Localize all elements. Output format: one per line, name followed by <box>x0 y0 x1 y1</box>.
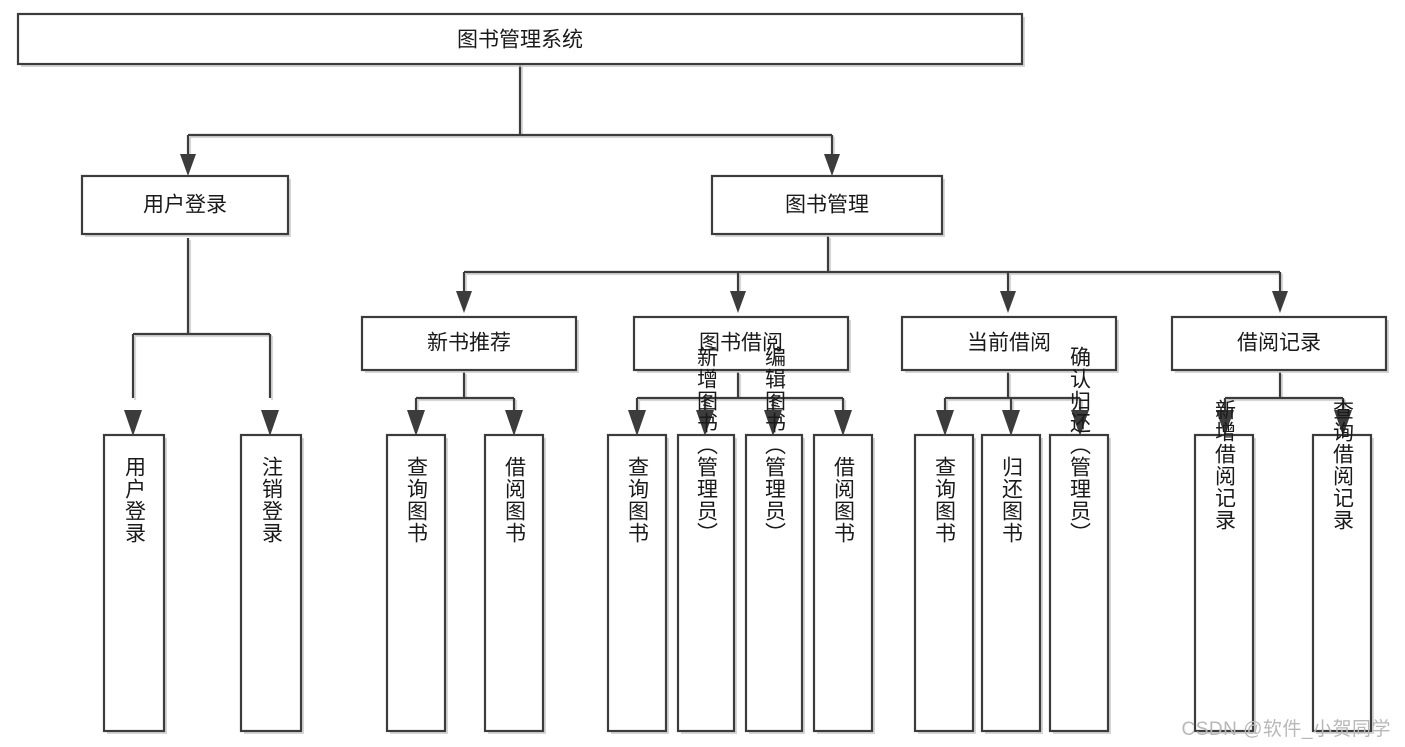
node-leaf-borrow-book-2-label: 借阅图书 <box>832 456 856 544</box>
node-leaf-confirm-return-label: 确认归还（管理员） <box>1068 346 1092 544</box>
node-leaf-borrow-book-1-label: 借阅图书 <box>503 456 527 544</box>
node-leaf-query-book-3-label: 查询图书 <box>933 456 957 544</box>
node-leaf-user-login[interactable]: 用户登录 <box>102 433 167 734</box>
node-leaf-query-record-label: 查询借阅记录 <box>1331 399 1355 531</box>
node-leaf-query-book-1-label: 查询图书 <box>405 456 429 544</box>
connector-bookmgmt-to-level2 <box>456 236 1288 313</box>
connector-currentborrow-to-leaves <box>936 372 1089 436</box>
node-leaf-query-book-1[interactable]: 查询图书 <box>385 433 448 734</box>
node-leaf-return-book-label: 归还图书 <box>1000 456 1024 544</box>
node-leaf-query-book-3[interactable]: 查询图书 <box>913 433 976 734</box>
csdn-watermark: CSDN @软件_小贺同学 <box>1181 719 1391 740</box>
node-new-book-recommend-label: 新书推荐 <box>427 332 511 355</box>
connector-newbook-to-leaves <box>407 372 523 436</box>
node-leaf-add-record-label: 新增借阅记录 <box>1213 399 1237 531</box>
node-book-borrow-label: 图书借阅 <box>699 332 783 355</box>
node-book-borrow[interactable]: 图书借阅 <box>632 315 851 373</box>
node-leaf-query-book-2-label: 查询图书 <box>626 456 650 544</box>
node-leaf-add-book[interactable]: 新增图书（管理员） <box>676 346 737 734</box>
node-leaf-borrow-book-1[interactable]: 借阅图书 <box>483 433 546 734</box>
node-book-management-label: 图书管理 <box>785 194 869 217</box>
node-leaf-query-record[interactable]: 查询借阅记录 <box>1311 399 1374 734</box>
connector-borrowrecord-to-leaves <box>1216 372 1352 436</box>
node-root-label: 图书管理系统 <box>457 29 583 52</box>
node-new-book-recommend[interactable]: 新书推荐 <box>360 315 579 373</box>
node-leaf-edit-book-label: 编辑图书（管理员） <box>763 346 787 544</box>
node-leaf-add-book-label: 新增图书（管理员） <box>695 346 719 544</box>
connector-root-to-level1 <box>180 64 840 176</box>
node-current-borrow-label: 当前借阅 <box>967 332 1051 355</box>
connector-userlogin-to-leaves <box>124 238 279 436</box>
node-leaf-logout-login-label: 注销登录 <box>260 456 284 544</box>
node-book-management[interactable]: 图书管理 <box>710 174 945 237</box>
node-leaf-confirm-return[interactable]: 确认归还（管理员） <box>1048 346 1111 734</box>
node-leaf-edit-book[interactable]: 编辑图书（管理员） <box>744 346 805 734</box>
node-leaf-add-record[interactable]: 新增借阅记录 <box>1193 399 1256 734</box>
node-user-login[interactable]: 用户登录 <box>80 174 291 237</box>
node-leaf-query-book-2[interactable]: 查询图书 <box>606 433 669 734</box>
connector-bookborrow-to-leaves <box>628 372 852 436</box>
node-current-borrow[interactable]: 当前借阅 <box>900 315 1119 373</box>
node-user-login-label: 用户登录 <box>143 194 227 217</box>
node-leaf-user-login-label: 用户登录 <box>123 456 147 544</box>
node-leaf-borrow-book-2[interactable]: 借阅图书 <box>812 433 875 734</box>
connector-layer <box>124 64 1352 436</box>
node-leaf-return-book[interactable]: 归还图书 <box>980 433 1043 734</box>
node-root[interactable]: 图书管理系统 <box>16 12 1025 67</box>
node-borrow-record[interactable]: 借阅记录 <box>1170 315 1389 373</box>
node-borrow-record-label: 借阅记录 <box>1237 332 1321 355</box>
node-leaf-logout-login[interactable]: 注销登录 <box>239 433 304 734</box>
